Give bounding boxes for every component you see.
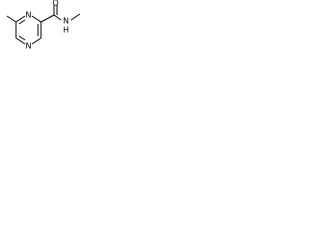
bond-n-methyl <box>70 13 81 21</box>
bond-ring-c3-n4 <box>31 37 42 45</box>
carbonyl-oxygen-label: O <box>52 0 58 8</box>
bond-ring-double-c6-n1 <box>18 19 26 25</box>
ring-nitrogen-top-label: N <box>26 11 32 20</box>
amide-nitrogen-label: N <box>63 17 69 26</box>
bond-ring-double-n4-c5 <box>18 35 26 41</box>
amide-hydrogen-label: H <box>63 26 69 35</box>
bond-ring-c6-n1 <box>15 15 26 23</box>
bond-c2-carbonyl <box>40 14 55 23</box>
bond-ring-n4-c5 <box>15 37 26 45</box>
ring-nitrogen-bottom-label: N <box>26 42 32 51</box>
bond-ring-n1-c2 <box>31 15 42 23</box>
chemical-structure-diagram: N N O N H <box>6 0 81 51</box>
bond-carbonyl-n <box>53 14 62 21</box>
bond-methyl <box>6 15 17 23</box>
